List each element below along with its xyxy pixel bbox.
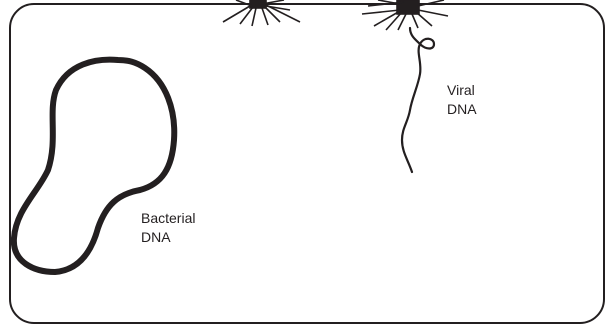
bacterial-dna-label: Bacterial DNA xyxy=(141,210,199,245)
viral-dna-strand xyxy=(402,28,434,172)
viral-dna-label-line-1: Viral xyxy=(447,82,475,98)
bacterial-dna-label-line-2: DNA xyxy=(141,229,171,245)
bacterial-dna-label-line-1: Bacterial xyxy=(141,210,195,226)
bacterial-cell-wall xyxy=(10,4,604,323)
viral-dna-label-line-2: DNA xyxy=(447,101,477,117)
viral-dna-label: Viral DNA xyxy=(447,82,479,117)
